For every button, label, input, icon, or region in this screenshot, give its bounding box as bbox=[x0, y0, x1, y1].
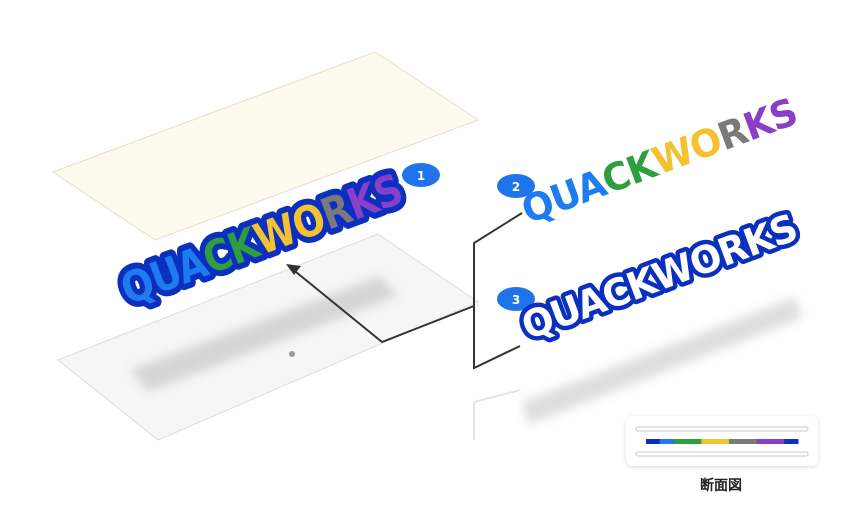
cross-section-segment bbox=[770, 439, 785, 444]
svg-text:QUACKWORKS: QUACKWORKS bbox=[114, 165, 409, 315]
bottom-layer-dot bbox=[289, 351, 295, 357]
top-layer-plane bbox=[51, 51, 480, 241]
badge-1: 1 bbox=[402, 163, 440, 187]
cross-section-segment bbox=[742, 439, 758, 444]
logo-3-shadow-connector bbox=[473, 389, 521, 440]
cross-section-caption: 断面図 bbox=[700, 477, 742, 494]
cross-section-segment bbox=[715, 439, 730, 444]
cross-section-segment bbox=[756, 439, 771, 444]
connector-bracket bbox=[473, 212, 523, 370]
cross-section-stripe bbox=[646, 439, 799, 444]
cross-section-segment bbox=[784, 439, 799, 444]
cross-section-card bbox=[626, 416, 818, 466]
badge-2: 2 bbox=[497, 174, 535, 198]
badge-3: 3 bbox=[497, 287, 535, 311]
cross-section-segment bbox=[728, 439, 744, 444]
badge-2-label: 2 bbox=[512, 180, 520, 194]
svg-text:QUACKWORKS: QUACKWORKS bbox=[516, 90, 803, 233]
cross-section-segment bbox=[687, 439, 702, 444]
arrow-head bbox=[286, 264, 301, 275]
bottom-layer-shadow bbox=[130, 276, 398, 392]
cross-section-bottom-line bbox=[635, 451, 809, 457]
cross-section-segment bbox=[659, 439, 675, 444]
logo-colored-letters: QUACKWORKS bbox=[516, 90, 803, 233]
badge-3-label: 3 bbox=[512, 293, 520, 307]
cross-section-top-line bbox=[635, 426, 809, 432]
badge-1-label: 1 bbox=[417, 169, 425, 183]
logo-3-shadow bbox=[522, 297, 802, 425]
cross-section-segment bbox=[646, 439, 661, 444]
cross-section-segment bbox=[701, 439, 716, 444]
cross-section-segment bbox=[673, 439, 688, 444]
connector-arrow-line bbox=[295, 271, 475, 344]
